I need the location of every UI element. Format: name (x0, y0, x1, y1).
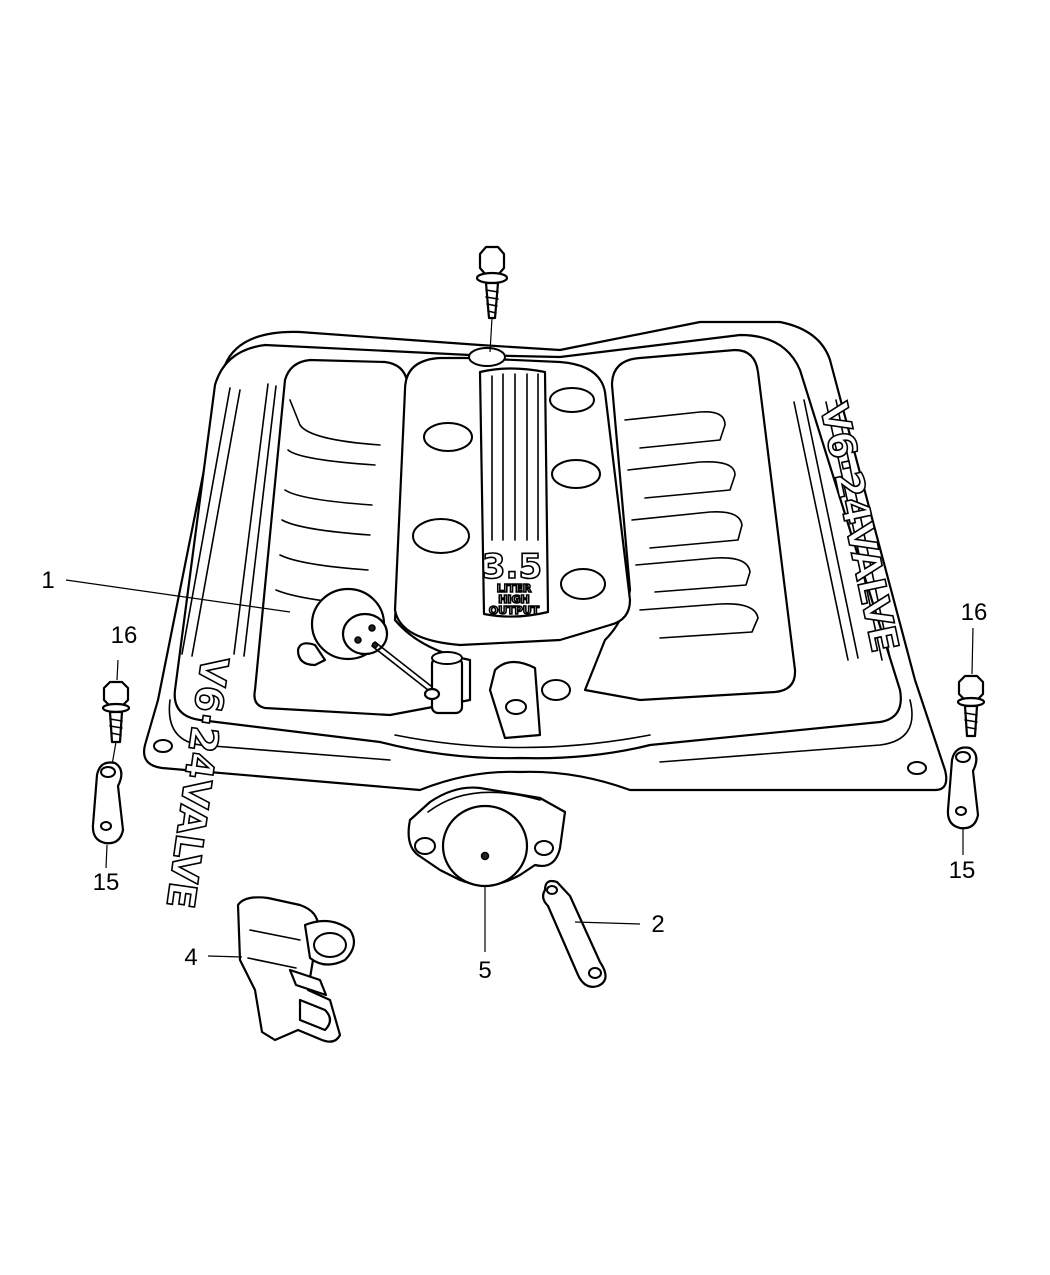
leader-1 (65, 579, 291, 613)
right-bolt-16 (956, 627, 986, 738)
callout-16-right: 16 (961, 599, 988, 626)
boss-hole-3 (549, 387, 595, 413)
top-bolt (475, 245, 509, 353)
callout-15-right: 15 (949, 857, 976, 884)
callout-5: 5 (478, 957, 491, 984)
part-5-sensor-housing (407, 786, 567, 952)
engine-size-logo: 3.5 (482, 547, 542, 587)
left-bolt-16 (101, 659, 131, 766)
right-clip-15 (946, 746, 980, 855)
boss-hole-2 (412, 518, 470, 554)
part-2-bracket (541, 879, 641, 988)
boss-hole-5 (560, 568, 606, 600)
boss-hole-4 (551, 459, 601, 489)
callout-2: 2 (651, 911, 664, 938)
plenum-badge: 3.5 LITER HIGH OUTPUT (478, 367, 550, 618)
engine-logo-line-1: LITER (497, 582, 532, 595)
boss-hole-1 (423, 422, 473, 452)
callout-15-left: 15 (93, 869, 120, 896)
engine-logo-line-3: OUTPUT (489, 604, 540, 617)
engine-logo-line-2: HIGH (498, 593, 530, 606)
part-1-actuator (296, 587, 441, 701)
flange-hole-right (907, 761, 927, 775)
callout-16-left: 16 (111, 622, 138, 649)
callout-1: 1 (41, 567, 54, 594)
left-clip-15 (91, 761, 125, 869)
callout-4: 4 (184, 944, 197, 971)
part-4-valve-fitting (207, 896, 356, 1043)
flange-hole-left (153, 739, 173, 753)
center-bolt-hole (468, 347, 506, 367)
